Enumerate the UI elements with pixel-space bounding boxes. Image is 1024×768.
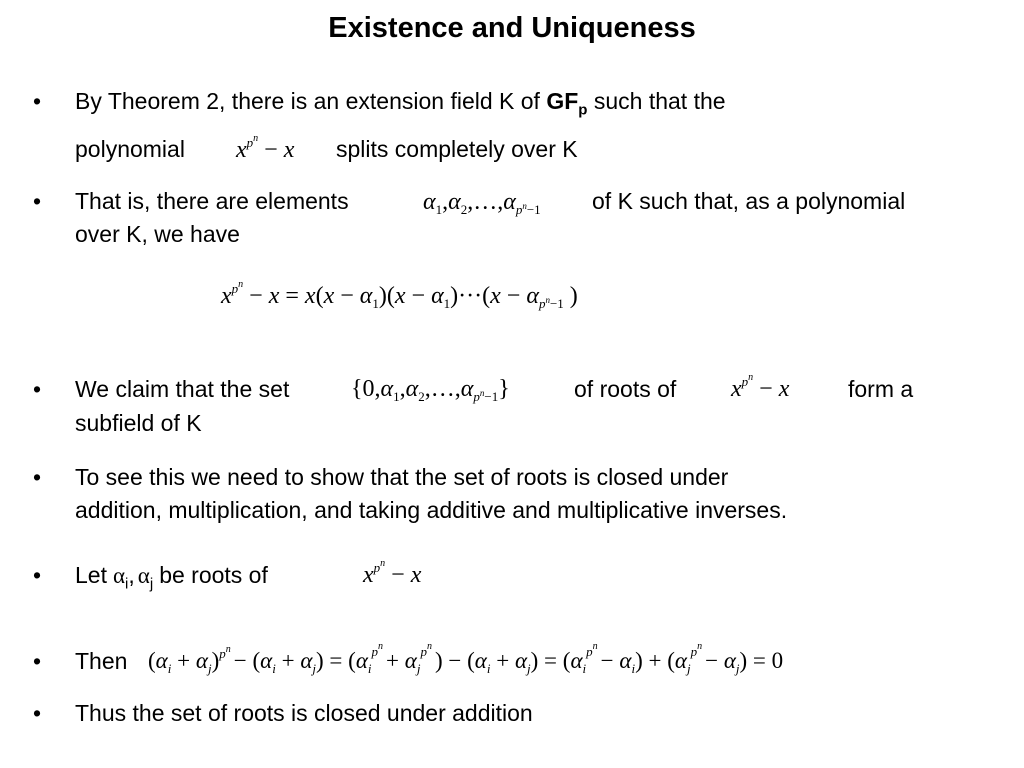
math-polynomial: xpn− x [731,371,790,402]
page-title: Existence and Uniqueness [328,12,696,44]
math-polynomial: xpn− x [363,557,422,588]
bullet-marker: • [33,562,42,588]
bullet-marker: • [33,376,42,402]
bullet-7-line: Thus the set of roots is closed under ad… [75,700,533,726]
bullet-1-line-2-label: polynomial [75,136,185,162]
bullet-2-line-1-cont: of K such that, as a polynomial [592,188,906,214]
bullet-marker: • [33,464,42,490]
gf-label: GFp [546,88,588,119]
bullet-marker: • [33,88,42,114]
bullet-marker: • [33,188,42,214]
index-i: i [125,575,129,593]
bullet-1-text-cont: such that the [587,88,726,114]
bullet-2-line-2: over K, we have [75,221,240,247]
math-root-set: {0,α1,α2,…,αpn−1} [351,376,510,404]
bullet-marker: • [33,700,42,726]
math-polynomial: xpn− x [236,132,295,163]
bullet-2-line-1: That is, there are elements [75,188,349,214]
bullet-4-line-1: To see this we need to show that the set… [75,464,729,490]
bullet-3-line-1-cont: of roots of [574,376,677,402]
math-closure-under-addition: (αi + αj)pn− (αi + αj) = (αipn+ αjpn) − … [148,641,784,676]
bullet-3-line-1: We claim that the set [75,376,290,402]
index-j: j [149,575,154,593]
be-roots-label: be roots of [159,562,268,588]
let-label: Let [75,562,107,588]
bullet-3-line-2: subfield of K [75,410,202,436]
bullet-6-label: Then [75,648,128,674]
bullet-marker: • [33,648,42,674]
bullet-1-text: By Theorem 2, there is an extension fiel… [75,88,547,114]
bullet-4-line-2: addition, multiplication, and taking add… [75,497,788,523]
bullet-3-line-1-end: form a [848,376,914,402]
math-elements-list: α1,α2,…,αpn−1 [423,189,541,217]
math-factorization: xpn− x = x(x − α1)(x − α1)···(x − αpn−1) [221,278,578,311]
bullet-1-line-1: By Theorem 2, there is an extension fiel… [75,84,726,128]
bullet-1-line-2-text: splits completely over K [336,136,578,162]
